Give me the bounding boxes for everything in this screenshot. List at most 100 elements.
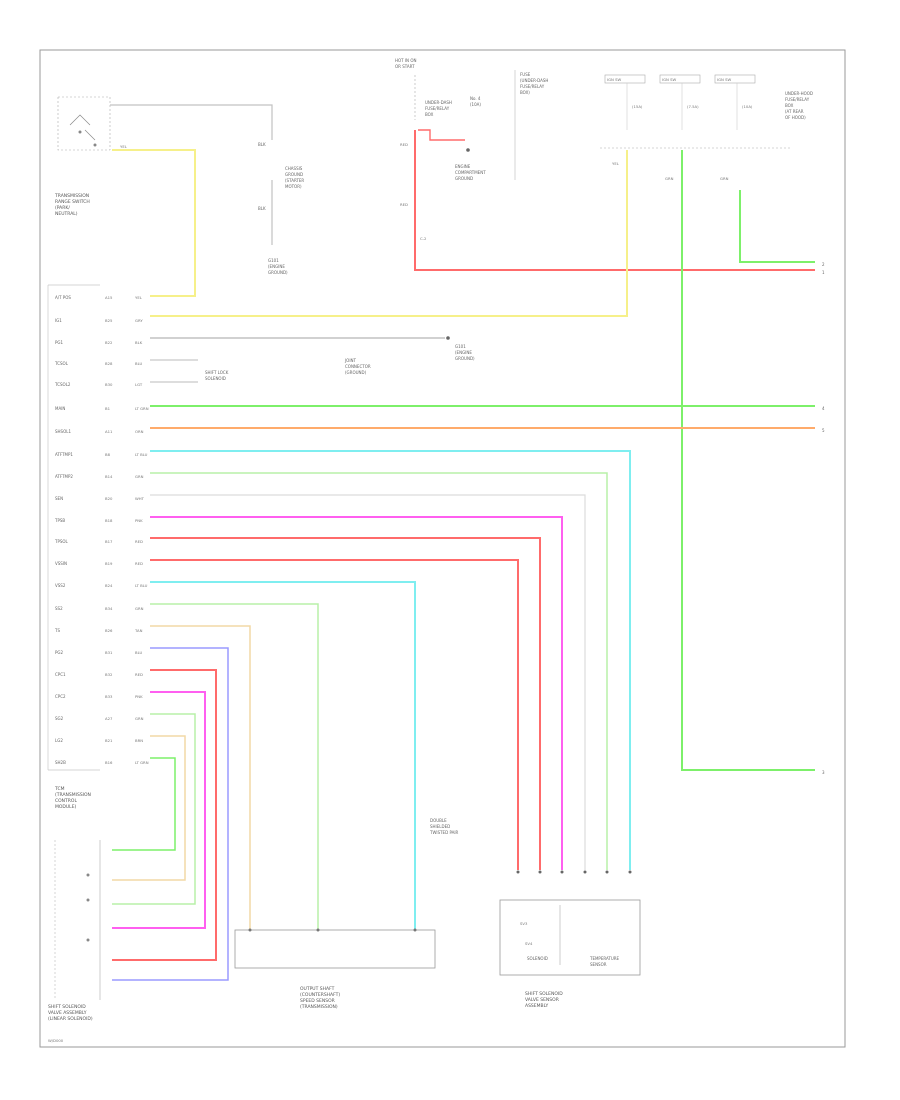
svg-text:SENSOR: SENSOR (590, 962, 607, 967)
svg-text:YEL: YEL (612, 161, 620, 166)
svg-text:RED: RED (135, 539, 143, 544)
svg-text:COMPARTMENT: COMPARTMENT (455, 170, 486, 175)
transmission-range-switch: TRANSMISSION RANGE SWITCH (PARK/ NEUTRAL… (54, 96, 111, 217)
svg-text:(10A): (10A) (470, 102, 481, 107)
tcm-pin-column: A/T POS IG1 PG1 TCSOL TCSOL2 MAIN SHSOL1… (47, 284, 100, 810)
svg-text:DOUBLE: DOUBLE (430, 818, 447, 823)
svg-text:HOT IN ON: HOT IN ON (395, 58, 416, 63)
svg-text:CONNECTOR: CONNECTOR (345, 364, 371, 369)
svg-text:BOX): BOX) (520, 90, 530, 95)
svg-text:B20: B20 (105, 496, 113, 501)
svg-text:FUSE/RELAY: FUSE/RELAY (785, 97, 810, 102)
svg-text:MOTOR): MOTOR) (285, 184, 302, 189)
svg-text:B1: B1 (105, 406, 111, 411)
svg-text:SHIELDED: SHIELDED (430, 824, 450, 829)
svg-text:LT GRN: LT GRN (135, 406, 149, 411)
svg-text:BRN: BRN (135, 738, 143, 743)
svg-text:TWISTED PAIR: TWISTED PAIR (429, 830, 459, 835)
svg-text:IGN SW: IGN SW (662, 77, 677, 82)
svg-text:B31: B31 (105, 650, 113, 655)
svg-text:SHIFT SOLENOID: SHIFT SOLENOID (525, 991, 563, 997)
svg-text:1: 1 (822, 270, 825, 275)
svg-text:GROUND): GROUND) (455, 356, 475, 361)
svg-text:YEL: YEL (120, 144, 128, 149)
svg-text:OF HOOD): OF HOOD) (785, 115, 806, 120)
svg-text:RED: RED (400, 202, 408, 207)
svg-text:B19: B19 (105, 561, 113, 566)
pin-ig1: IG1 (55, 318, 62, 323)
svg-text:NEUTRAL): NEUTRAL) (55, 211, 78, 217)
svg-text:GROUND): GROUND) (268, 270, 288, 275)
svg-text:(PARK/: (PARK/ (55, 205, 70, 211)
svg-text:B16: B16 (105, 760, 113, 765)
svg-text:OR START: OR START (395, 64, 415, 69)
pin-atftmp2: ATFTMP2 (55, 474, 73, 479)
svg-text:(10A): (10A) (742, 104, 753, 109)
svg-text:A11: A11 (105, 429, 113, 434)
pin-vssin: VSSIN (55, 561, 67, 566)
pin-sh2b: SH2B (55, 760, 66, 765)
svg-text:B30: B30 (105, 382, 113, 387)
svg-text:FUSE/RELAY: FUSE/RELAY (520, 84, 545, 89)
svg-text:FUSE/RELAY: FUSE/RELAY (425, 106, 450, 111)
svg-text:RED: RED (400, 142, 408, 147)
svg-text:B34: B34 (105, 606, 113, 611)
svg-text:RED: RED (135, 672, 143, 677)
footer-code: W/D000 (48, 1038, 64, 1043)
svg-text:VALVE SENSOR: VALVE SENSOR (525, 997, 559, 1003)
svg-text:B26: B26 (105, 628, 113, 633)
pin-sen: SEN (55, 496, 63, 501)
svg-text:GRN: GRN (665, 176, 674, 181)
svg-text:GRN: GRN (720, 176, 729, 181)
vehicle-speed-sensor: OUTPUT SHAFT (COUNTERSHAFT) SPEED SENSOR… (234, 928, 436, 1010)
svg-text:WHT: WHT (135, 496, 145, 501)
svg-text:B14: B14 (105, 474, 113, 479)
svg-text:IGN SW: IGN SW (717, 77, 732, 82)
svg-text:BLK: BLK (258, 142, 266, 147)
pin-cpc2: CPC2 (55, 694, 66, 699)
svg-text:IGN SW: IGN SW (607, 77, 622, 82)
svg-text:A15: A15 (105, 295, 113, 300)
svg-text:(ENGINE: (ENGINE (455, 350, 472, 355)
svg-text:SHIFT LOCK: SHIFT LOCK (205, 370, 229, 375)
svg-text:GROUND: GROUND (285, 172, 303, 177)
svg-text:GRY: GRY (135, 318, 143, 323)
svg-text:BLK: BLK (135, 340, 143, 345)
pin-ss2: SS2 (55, 606, 63, 611)
svg-text:B22: B22 (105, 340, 113, 345)
svg-text:VALVE ASSEMBLY: VALVE ASSEMBLY (48, 1010, 87, 1016)
svg-text:No. 4: No. 4 (470, 96, 481, 101)
svg-text:5: 5 (822, 428, 825, 433)
svg-text:SHIFT SOLENOID: SHIFT SOLENOID (48, 1004, 86, 1010)
pin-ts: TS (54, 628, 60, 633)
svg-text:PNK: PNK (135, 694, 143, 699)
svg-text:3: 3 (822, 770, 825, 775)
svg-text:GRN: GRN (135, 716, 144, 721)
svg-text:ASSEMBLY: ASSEMBLY (525, 1003, 549, 1009)
svg-text:JOINT: JOINT (344, 358, 357, 363)
svg-text:CONTROL: CONTROL (55, 798, 77, 804)
shift-solenoid-assembly: SHIFT SOLENOID VALVE ASSEMBLY (LINEAR SO… (48, 840, 101, 1022)
svg-text:(TRANSMISSION): (TRANSMISSION) (300, 1004, 338, 1010)
svg-text:TEMPERATURE: TEMPERATURE (589, 956, 620, 961)
svg-text:B24: B24 (105, 583, 113, 588)
svg-text:B32: B32 (105, 672, 113, 677)
pin-atftmp1: ATFTMP1 (55, 452, 73, 457)
svg-text:SPEED SENSOR: SPEED SENSOR (300, 998, 335, 1004)
svg-text:OUTPUT SHAFT: OUTPUT SHAFT (300, 986, 335, 992)
atf-temperature-sensor: SV3 SV4 SOLENOID TEMPERATURE SENSOR SHIF… (499, 899, 641, 1009)
svg-text:LT BLU: LT BLU (135, 583, 148, 588)
pin-a-t-pos: A/T POS (55, 295, 71, 300)
svg-text:UNDER-DASH: UNDER-DASH (425, 100, 452, 105)
svg-text:LT BLU: LT BLU (135, 452, 148, 457)
pin-tpsol: TPSOL (54, 539, 69, 544)
svg-text:TCM: TCM (54, 786, 65, 792)
svg-text:B18: B18 (105, 518, 113, 523)
svg-text:GRN: GRN (135, 606, 144, 611)
svg-text:(STARTER: (STARTER (285, 178, 304, 183)
svg-text:LT GRN: LT GRN (135, 760, 149, 765)
svg-text:A27: A27 (105, 716, 113, 721)
svg-text:GRN: GRN (135, 474, 144, 479)
svg-text:BLU: BLU (135, 650, 143, 655)
